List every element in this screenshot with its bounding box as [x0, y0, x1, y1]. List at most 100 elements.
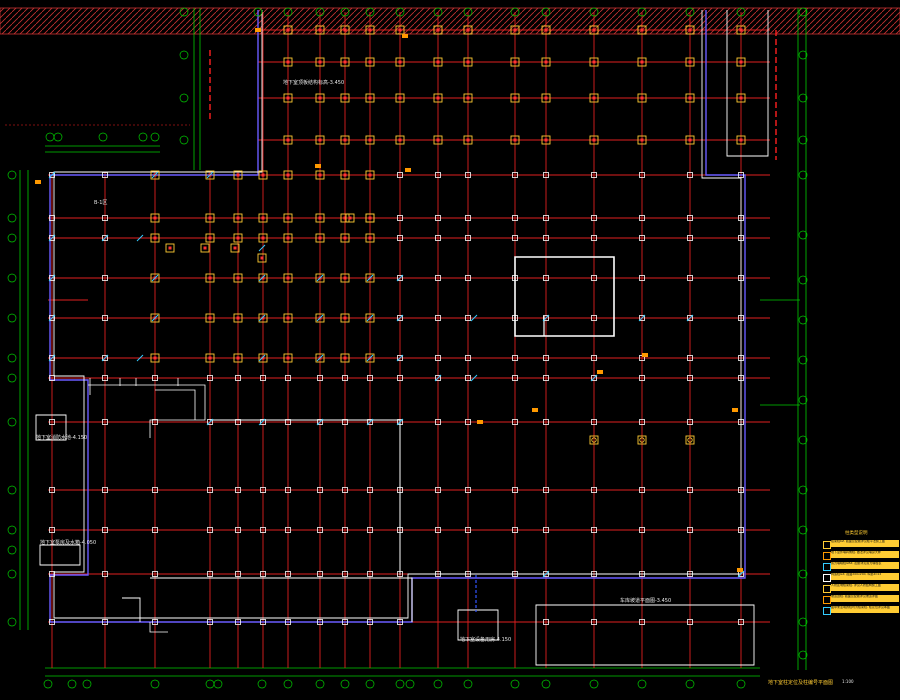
column-marker[interactable]	[205, 273, 215, 283]
column-marker[interactable]	[397, 619, 403, 625]
column-marker[interactable]	[315, 57, 325, 67]
column-marker[interactable]	[435, 275, 441, 281]
column-marker[interactable]	[207, 375, 213, 381]
axis-bubble[interactable]	[405, 679, 415, 689]
column-marker[interactable]	[637, 93, 647, 103]
column-marker[interactable]	[235, 527, 241, 533]
column-marker[interactable]	[260, 571, 266, 577]
column-marker[interactable]	[317, 527, 323, 533]
axis-bubble[interactable]	[798, 170, 808, 180]
axis-bubble[interactable]	[179, 7, 189, 17]
column-marker[interactable]	[687, 172, 693, 178]
column-marker[interactable]	[687, 419, 693, 425]
column-marker[interactable]	[543, 487, 549, 493]
axis-bubble[interactable]	[98, 132, 108, 142]
column-marker[interactable]	[591, 487, 597, 493]
column-marker[interactable]	[543, 215, 549, 221]
axis-bubble[interactable]	[340, 679, 350, 689]
column-marker[interactable]	[465, 419, 471, 425]
column-marker[interactable]	[258, 353, 268, 363]
column-marker[interactable]	[342, 527, 348, 533]
axis-bubble[interactable]	[685, 7, 695, 17]
column-marker[interactable]	[512, 215, 518, 221]
column-marker[interactable]	[365, 135, 375, 145]
column-marker[interactable]	[685, 93, 695, 103]
column-marker[interactable]	[397, 571, 403, 577]
column-marker[interactable]	[541, 57, 551, 67]
column-marker[interactable]	[49, 315, 55, 321]
axis-bubble[interactable]	[138, 132, 148, 142]
column-marker[interactable]	[365, 57, 375, 67]
axis-bubble[interactable]	[637, 679, 647, 689]
column-marker[interactable]	[283, 313, 293, 323]
column-marker[interactable]	[283, 273, 293, 283]
column-marker[interactable]	[102, 527, 108, 533]
axis-bubble[interactable]	[7, 485, 17, 495]
column-marker[interactable]	[340, 233, 350, 243]
axis-bubble[interactable]	[179, 93, 189, 103]
axis-bubble[interactable]	[7, 313, 17, 323]
column-marker[interactable]	[150, 213, 160, 223]
column-marker[interactable]	[285, 527, 291, 533]
axis-bubble[interactable]	[7, 353, 17, 363]
column-marker[interactable]	[435, 355, 441, 361]
axis-bubble[interactable]	[365, 679, 375, 689]
column-marker[interactable]	[397, 275, 403, 281]
column-marker[interactable]	[591, 355, 597, 361]
column-marker[interactable]	[639, 172, 645, 178]
column-marker[interactable]	[738, 315, 744, 321]
axis-bubble[interactable]	[798, 569, 808, 579]
axis-bubble[interactable]	[736, 7, 746, 17]
column-marker[interactable]	[367, 487, 373, 493]
column-marker[interactable]	[340, 170, 350, 180]
axis-bubble[interactable]	[798, 7, 808, 17]
column-marker[interactable]	[233, 313, 243, 323]
axis-bubble[interactable]	[637, 7, 647, 17]
column-marker[interactable]	[233, 353, 243, 363]
column-marker[interactable]	[465, 375, 471, 381]
column-marker[interactable]	[541, 135, 551, 145]
column-marker[interactable]	[230, 243, 240, 253]
column-marker[interactable]	[397, 215, 403, 221]
column-marker[interactable]	[49, 172, 55, 178]
column-marker[interactable]	[258, 273, 268, 283]
axis-bubble[interactable]	[365, 7, 375, 17]
column-marker[interactable]	[283, 25, 293, 35]
column-marker[interactable]	[541, 25, 551, 35]
column-marker[interactable]	[205, 313, 215, 323]
column-marker[interactable]	[395, 93, 405, 103]
column-marker[interactable]	[367, 375, 373, 381]
column-marker[interactable]	[235, 571, 241, 577]
column-marker[interactable]	[152, 619, 158, 625]
column-marker[interactable]	[687, 315, 693, 321]
column-marker[interactable]	[543, 419, 549, 425]
column-marker[interactable]	[152, 419, 158, 425]
axis-bubble[interactable]	[433, 7, 443, 17]
column-marker[interactable]	[465, 527, 471, 533]
column-marker[interactable]	[685, 25, 695, 35]
column-marker[interactable]	[102, 215, 108, 221]
column-marker[interactable]	[200, 243, 210, 253]
column-marker[interactable]	[342, 375, 348, 381]
column-marker[interactable]	[285, 571, 291, 577]
axis-bubble[interactable]	[7, 545, 17, 555]
column-marker[interactable]	[315, 170, 325, 180]
column-marker[interactable]	[463, 57, 473, 67]
column-marker[interactable]	[637, 25, 647, 35]
column-marker[interactable]	[367, 527, 373, 533]
axis-bubble[interactable]	[510, 7, 520, 17]
column-marker[interactable]	[639, 275, 645, 281]
column-marker[interactable]	[233, 233, 243, 243]
column-marker[interactable]	[49, 571, 55, 577]
column-marker[interactable]	[687, 487, 693, 493]
axis-bubble[interactable]	[7, 233, 17, 243]
column-marker[interactable]	[433, 57, 443, 67]
axis-bubble[interactable]	[179, 50, 189, 60]
axis-bubble[interactable]	[541, 7, 551, 17]
column-marker[interactable]	[365, 233, 375, 243]
column-marker[interactable]	[639, 619, 645, 625]
column-marker[interactable]	[235, 487, 241, 493]
axis-bubble[interactable]	[283, 7, 293, 17]
column-marker[interactable]	[395, 135, 405, 145]
column-marker[interactable]	[639, 375, 645, 381]
